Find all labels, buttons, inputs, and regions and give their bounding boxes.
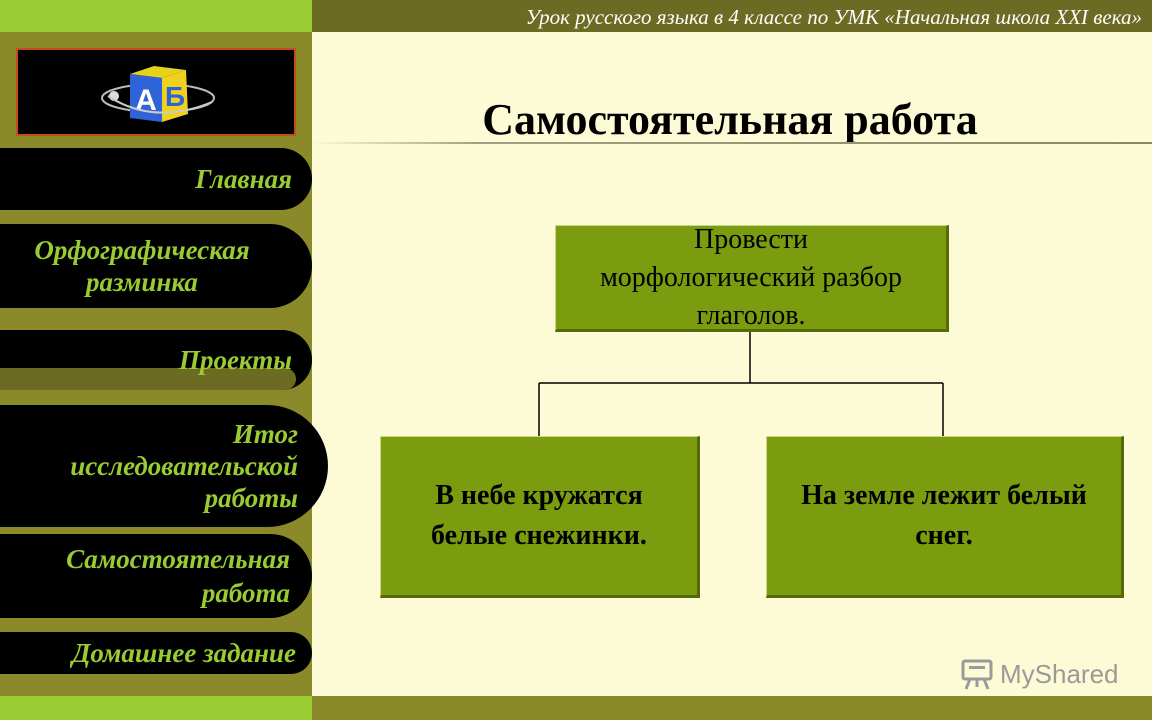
task-root-node: Провести морфологический разбор глаголов… [555, 225, 949, 332]
watermark-text: MyShared [1000, 659, 1119, 690]
sentence-right-line-2: снег. [801, 516, 1087, 556]
sentence-left-line-2: белые снежинки. [431, 516, 647, 556]
sentence-node-right: На земле лежит белый снег. [766, 436, 1124, 598]
sentence-left-line-1: В небе кружатся [431, 476, 647, 516]
sentence-node-left: В небе кружатся белые снежинки. [380, 436, 700, 598]
task-root-line-3: глаголов. [600, 297, 902, 335]
task-root-line-2: морфологический разбор [600, 259, 902, 297]
watermark: MyShared [960, 656, 1119, 692]
presentation-board-icon [960, 657, 994, 691]
sentence-right-line-1: На земле лежит белый [801, 476, 1087, 516]
task-root-line-1: Провести [600, 221, 902, 259]
